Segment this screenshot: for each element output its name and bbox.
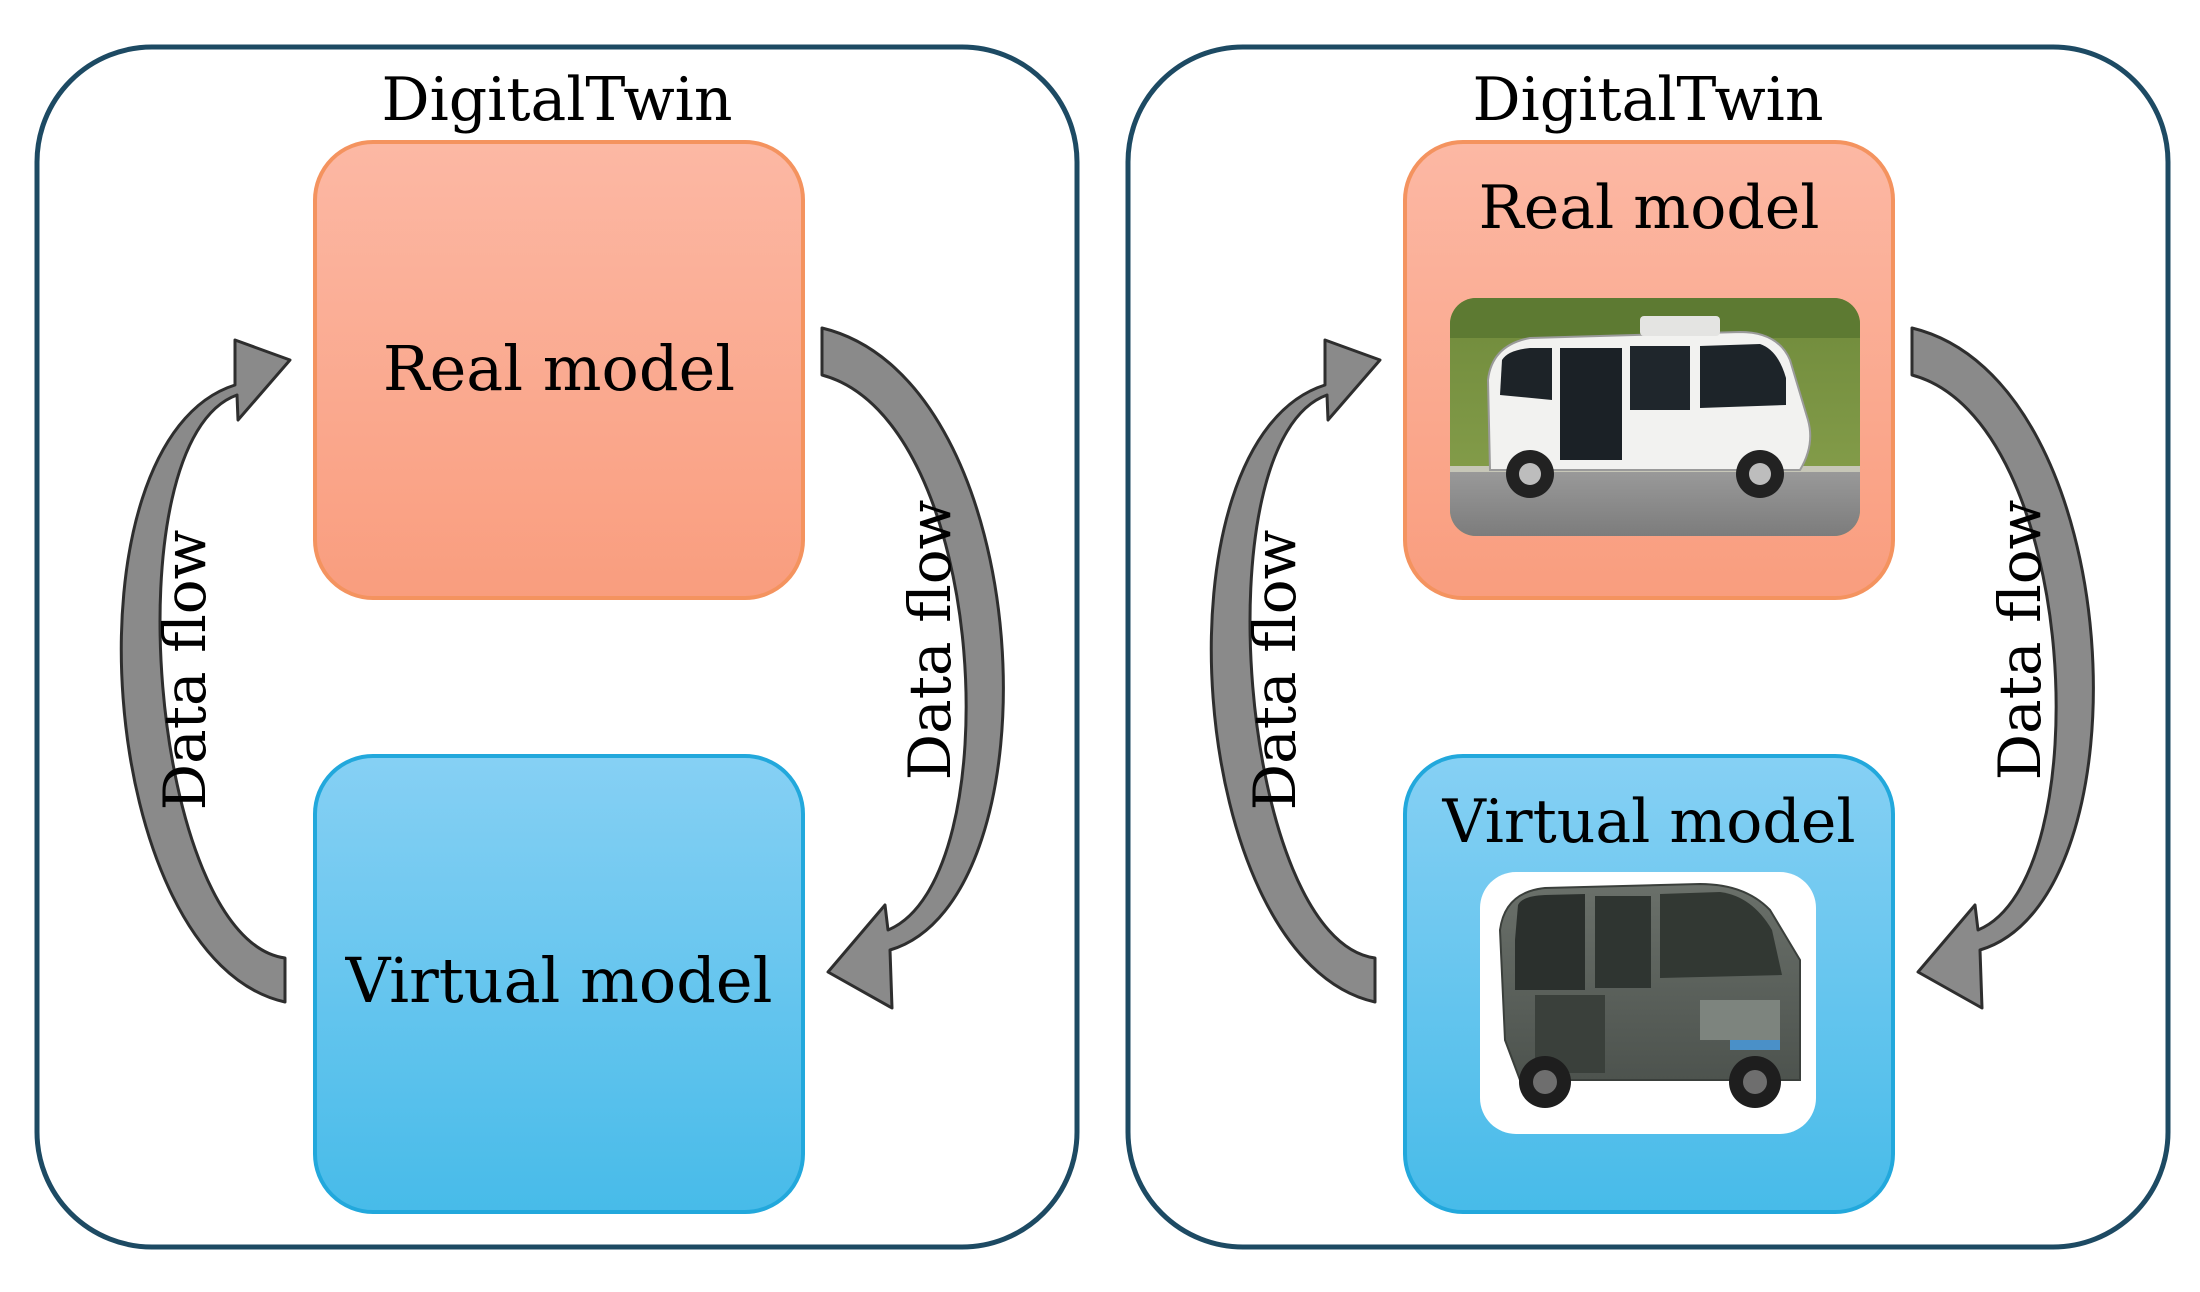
data-flow-label-left: Data flow <box>1241 530 1309 811</box>
virtual-model-label: Virtual model <box>345 944 773 1017</box>
panel-frame <box>1125 44 2171 1250</box>
panel-title: DigitalTwin <box>381 65 732 135</box>
panel-right: DigitalTwin Real model <box>1125 44 2171 1250</box>
data-flow-label-left: Data flow <box>151 530 219 811</box>
virtual-model-box <box>313 754 805 1214</box>
panel-frame <box>34 44 1080 1250</box>
data-flow-arrow-up <box>1209 338 1382 1004</box>
real-model-label: Real model <box>1479 173 1820 243</box>
virtual-shuttle-render <box>1480 872 1816 1134</box>
panel-title: DigitalTwin <box>1472 65 1823 135</box>
data-flow-label-right: Data flow <box>896 500 964 781</box>
virtual-model-label: Virtual model <box>1441 787 1855 857</box>
real-model-box <box>313 140 805 600</box>
real-shuttle-photo <box>1450 298 1860 536</box>
data-flow-label-right: Data flow <box>1986 500 2054 781</box>
panel-left: DigitalTwin Real model Virtual model Dat… <box>34 44 1080 1250</box>
data-flow-arrow-down <box>1910 326 2095 1010</box>
data-flow-arrow-down <box>820 326 1005 1010</box>
real-model-label: Real model <box>383 332 735 405</box>
data-flow-arrow-up <box>119 338 292 1004</box>
